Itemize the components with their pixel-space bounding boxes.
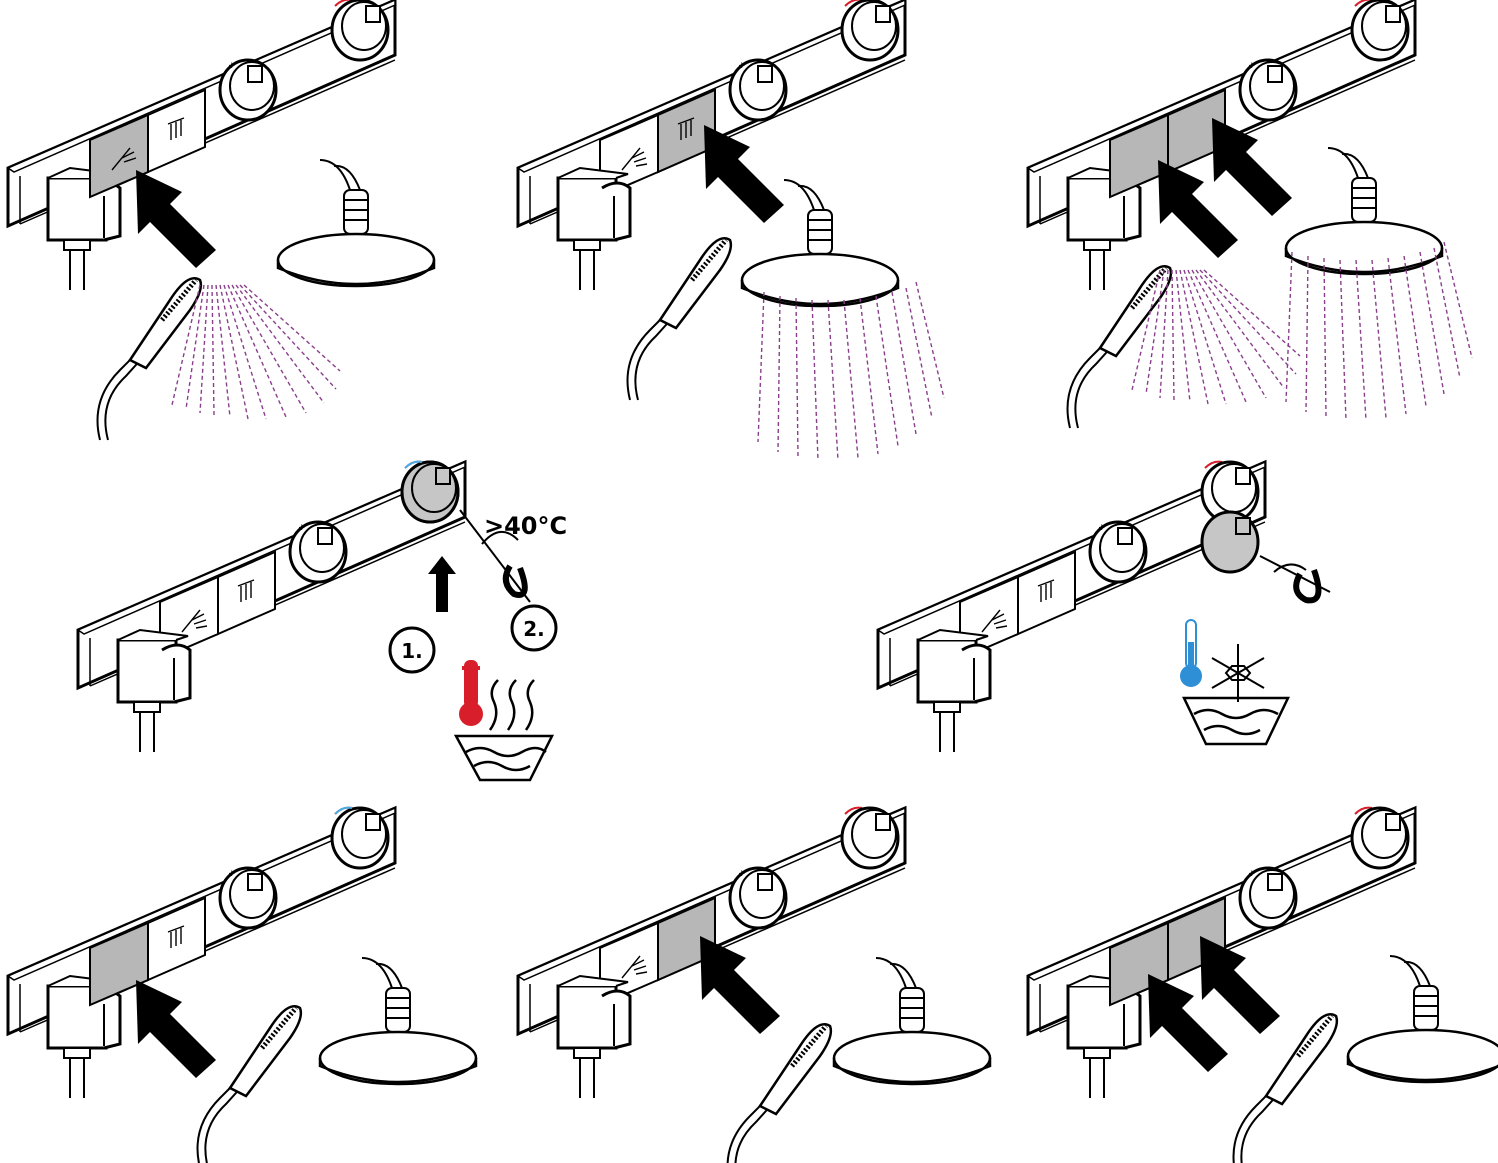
overhead-spray-icon — [758, 282, 944, 460]
panel-both-off — [1028, 808, 1498, 1163]
handshower-icon — [198, 1006, 301, 1163]
press-arrow-icon — [136, 980, 216, 1078]
panel-handshower-on — [8, 0, 434, 440]
thermometer-cold-icon — [1180, 620, 1202, 687]
press-arrow-icon — [1200, 936, 1280, 1034]
handshower-icon — [1234, 1014, 1337, 1163]
handshower-icon — [728, 1024, 831, 1163]
step-2-badge: 2. — [512, 606, 556, 650]
overhead-shower-icon — [278, 160, 434, 286]
handshower-spray-icon — [172, 285, 340, 419]
rotate-arrow-icon — [1260, 556, 1330, 600]
panel-handshower-off — [8, 808, 476, 1163]
thermometer-hot-icon — [459, 660, 483, 726]
step-2-label: 2. — [523, 617, 545, 641]
panel-temperature-cold — [878, 462, 1330, 752]
overhead-shower-icon — [834, 958, 990, 1084]
press-arrow-icon — [704, 125, 784, 223]
push-arrow-icon — [428, 556, 456, 612]
press-arrow-icon — [1158, 160, 1238, 258]
overhead-shower-icon — [1348, 956, 1498, 1082]
handshower-icon — [628, 238, 731, 400]
step-1-badge: 1. — [390, 628, 434, 672]
handshower-icon — [98, 278, 201, 440]
overhead-shower-icon — [1286, 148, 1442, 274]
press-arrow-icon — [1212, 118, 1292, 216]
snowflake-icon — [1212, 644, 1264, 702]
panel-overhead-on — [518, 0, 944, 460]
panel-both-on — [1028, 0, 1472, 428]
step-1-label: 1. — [401, 639, 423, 663]
press-arrow-icon — [136, 170, 216, 268]
press-arrow-icon — [700, 936, 780, 1034]
cold-water-basin-icon — [1184, 698, 1288, 744]
overhead-shower-icon — [320, 958, 476, 1084]
temperature-limit-label: >40°C — [484, 512, 567, 540]
panel-overhead-off — [518, 808, 990, 1163]
